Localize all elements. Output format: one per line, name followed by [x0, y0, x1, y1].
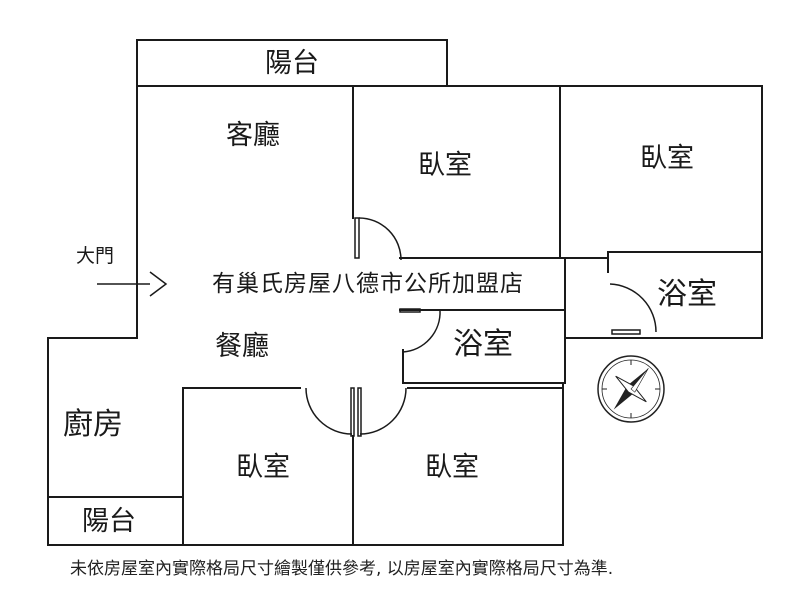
room-label-living-room: 客廳 — [226, 120, 280, 151]
outer-wall — [47, 85, 184, 546]
door-swing-bedroom-tm — [358, 217, 402, 261]
door-swing-bath-right — [609, 283, 657, 333]
door-leaf-bath-right — [611, 329, 641, 335]
room-label-bathroom-right: 浴室 — [657, 277, 717, 312]
door-leaf-bedroom-bl — [350, 387, 355, 437]
door-leaf-bedroom-tm — [354, 217, 360, 259]
door-swing-bath-center — [402, 309, 441, 353]
room-label-balcony-top: 陽台 — [265, 48, 319, 79]
entrance-label: 大門 — [76, 245, 115, 267]
room-label-bedroom-top-middle: 臥室 — [418, 150, 472, 181]
room-label-balcony-bottom: 陽台 — [82, 506, 136, 537]
room-label-bedroom-top-right: 臥室 — [640, 143, 694, 174]
room-label-kitchen: 廚房 — [63, 407, 123, 442]
store-name-watermark: 有巢氏房屋八德市公所加盟店 — [212, 271, 524, 297]
room-label-dining-room: 餐廳 — [215, 331, 269, 362]
compass-icon — [597, 355, 665, 423]
entrance-arrow-icon — [97, 271, 168, 297]
room-label-bedroom-bottom-left: 臥室 — [236, 452, 290, 483]
door-swing-bedroom-br — [359, 387, 407, 435]
door-swing-bedroom-bl — [305, 387, 353, 435]
door-leaf-bath-center — [399, 308, 421, 313]
disclaimer-text: 未依房屋室內實際格局尺寸繪製僅供參考, 以房屋室內實際格局尺寸為準. — [70, 559, 614, 579]
door-leaf-bedroom-br — [357, 387, 362, 437]
room-label-bathroom-center: 浴室 — [453, 327, 513, 362]
room-label-bedroom-bottom-right: 臥室 — [425, 452, 479, 483]
